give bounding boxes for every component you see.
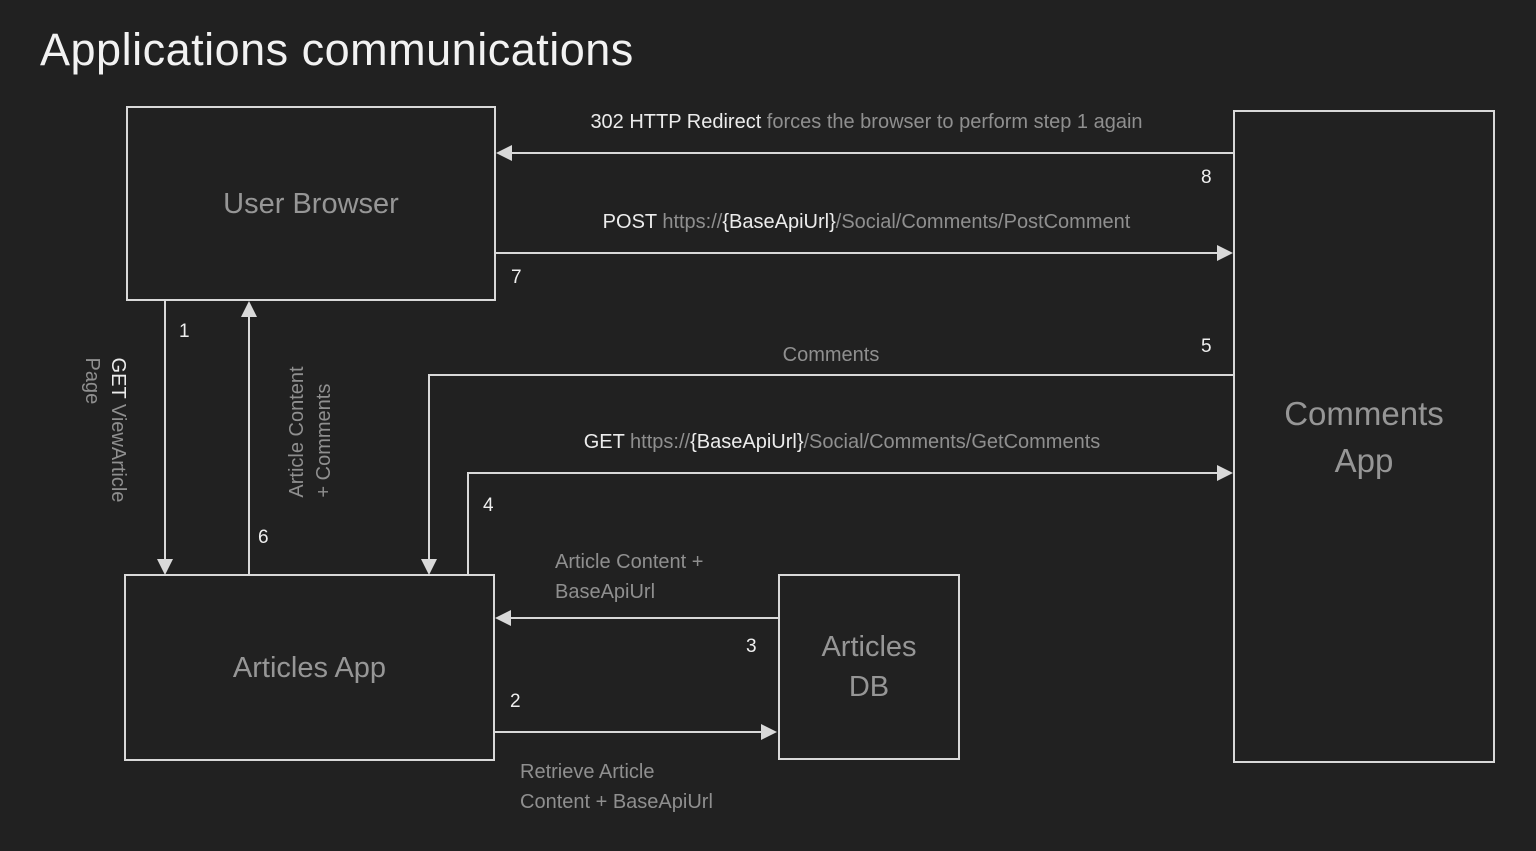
edge-db-request-label: Retrieve Article Content + BaseApiUrl: [520, 757, 713, 817]
step-number-4: 4: [483, 495, 494, 516]
edge-302-redirect-label: 302 HTTP Redirect forces the browser to …: [500, 111, 1233, 134]
edge-302-redirect-highlight: 302 HTTP Redirect: [590, 111, 762, 133]
step-number-8: 8: [1201, 167, 1212, 188]
step-number-3: 3: [746, 636, 757, 657]
node-user-browser: User Browser: [126, 106, 496, 301]
edge-db-response-line2: BaseApiUrl: [555, 581, 656, 603]
step-number-6: 6: [258, 527, 269, 548]
page-title: Applications communications: [40, 24, 634, 75]
edge-get-viewarticle-label: GET ViewArticle Page: [79, 358, 131, 503]
node-comments-app-label: Comments App: [1284, 390, 1444, 484]
edge-db-request-line: [495, 731, 761, 733]
edge-get-comments-line-horizontal: [467, 472, 1217, 474]
edge-post-url-post: /Social/Comments/PostComment: [835, 211, 1131, 233]
edge-db-response-line: [511, 617, 778, 619]
arrowhead-left-icon: [496, 145, 512, 161]
edge-post-url-pre: https://: [656, 211, 723, 233]
edge-get-url-post: /Social/Comments/GetComments: [803, 431, 1101, 453]
edge-article-content-comments-line: [248, 317, 250, 574]
node-articles-db: Articles DB: [778, 574, 960, 760]
edge-get-viewarticle-label-line1: GET ViewArticle: [105, 358, 131, 503]
arrowhead-down-icon: [157, 559, 173, 575]
edge-post-comment-line: [496, 252, 1218, 254]
node-articles-app: Articles App: [124, 574, 495, 761]
step-number-5: 5: [1201, 336, 1212, 357]
node-articles-db-label-line1: Articles: [821, 631, 917, 663]
edge-get-viewarticle-line: [164, 301, 166, 559]
edge-comments-response-line-vertical: [428, 374, 430, 560]
arrowhead-right-icon: [761, 724, 777, 740]
edge-post-comment-label: POST https://{BaseApiUrl}/Social/Comment…: [500, 211, 1233, 234]
edge-comments-response-label: Comments: [429, 344, 1233, 367]
node-comments-app: Comments App: [1233, 110, 1495, 763]
edge-viewarticle-method: GET: [107, 357, 129, 399]
edge-db-request-line2: Content + BaseApiUrl: [520, 791, 713, 813]
edge-db-request-line1: Retrieve Article: [520, 761, 655, 783]
edge-comments-response-text: Comments: [782, 344, 880, 366]
arrowhead-down-icon: [421, 559, 437, 575]
node-user-browser-label: User Browser: [223, 187, 399, 220]
node-articles-app-label: Articles App: [232, 651, 387, 684]
edge-get-url-param: {BaseApiUrl}: [690, 431, 804, 453]
edge-article-content-comments-line2: + Comments: [313, 383, 335, 498]
arrowhead-right-icon: [1217, 465, 1233, 481]
edge-article-content-comments-line1: Article Content: [286, 366, 308, 498]
node-articles-db-label: Articles DB: [821, 627, 916, 707]
arrowhead-up-icon: [241, 301, 257, 317]
edge-get-comments-line-vertical: [467, 472, 469, 574]
node-comments-app-label-line1: Comments: [1284, 394, 1444, 432]
edge-post-method: POST: [602, 211, 657, 233]
edge-article-content-comments-label: Article Content + Comments: [284, 366, 338, 497]
edge-post-url-param: {BaseApiUrl}: [722, 211, 836, 233]
edge-get-comments-label: GET https://{BaseApiUrl}/Social/Comments…: [467, 431, 1217, 454]
edge-get-viewarticle-label-line2: Page: [81, 357, 103, 405]
step-number-7: 7: [511, 267, 522, 288]
arrowhead-right-icon: [1217, 245, 1233, 261]
node-comments-app-label-line2: App: [1334, 441, 1394, 479]
edge-db-response-line1: Article Content +: [555, 551, 704, 573]
edge-302-redirect-text: forces the browser to perform step 1 aga…: [761, 111, 1143, 133]
node-articles-db-label-line2: DB: [848, 671, 890, 703]
edge-comments-response-line-horizontal: [429, 374, 1233, 376]
edge-get-url-pre: https://: [624, 431, 691, 453]
edge-db-response-label: Article Content + BaseApiUrl: [555, 547, 703, 607]
edge-viewarticle-text: ViewArticle: [107, 398, 129, 503]
edge-302-redirect-line: [510, 152, 1233, 154]
step-number-1: 1: [179, 321, 190, 342]
step-number-2: 2: [510, 691, 521, 712]
edge-get-method: GET: [583, 431, 625, 453]
arrowhead-left-icon: [495, 610, 511, 626]
